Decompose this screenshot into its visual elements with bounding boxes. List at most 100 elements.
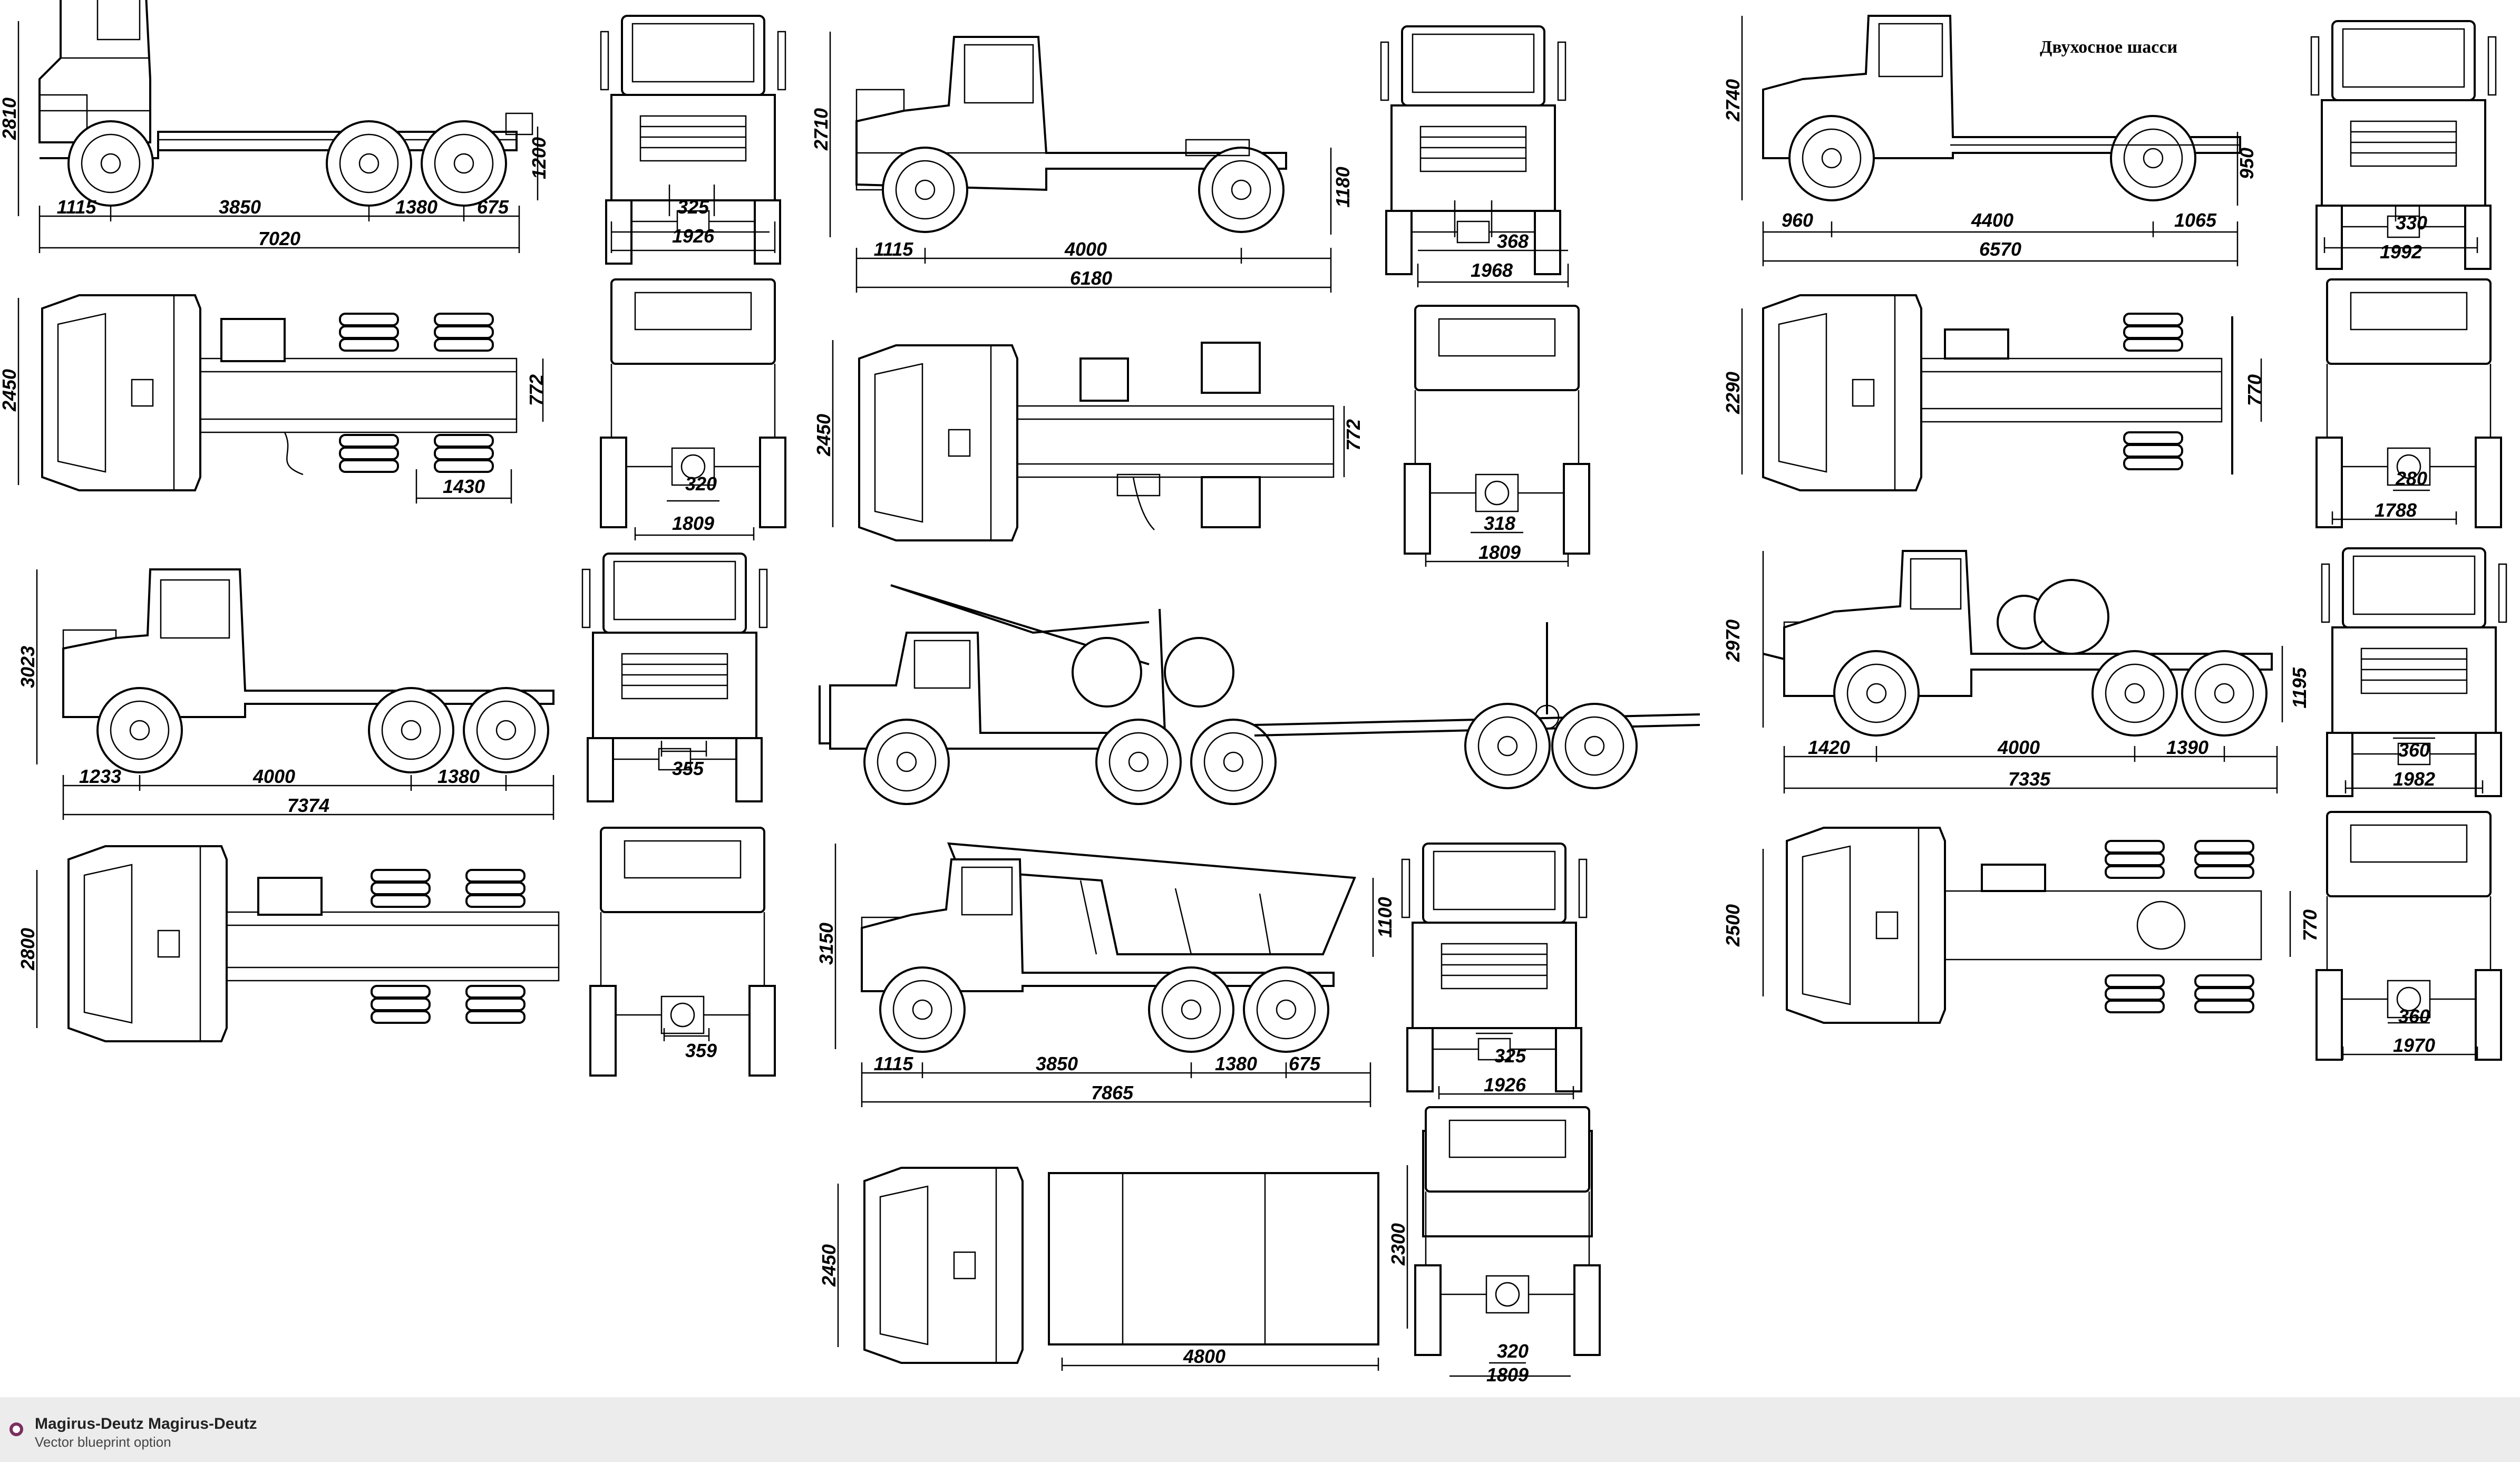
dimension-label: 325 (1494, 1045, 1526, 1067)
footer-title: Magirus-Deutz Magirus-Deutz (35, 1415, 257, 1432)
dimension-label: 3850 (1036, 1053, 1078, 1074)
dimension-label: 1233 (79, 766, 121, 787)
dimension-label: 1992 (2380, 241, 2422, 263)
dimension-label: 1926 (1484, 1074, 1526, 1096)
chassis-6x4-top (36, 845, 560, 1042)
dimension-label: 1970 (2393, 1034, 2435, 1056)
dimension-label: 772 (526, 374, 547, 406)
chassis-6x4-side (36, 568, 554, 820)
dimension-label: 1982 (2393, 768, 2435, 790)
heavy-tractor-front (2321, 547, 2507, 797)
dump-truck-front (1401, 843, 1588, 1099)
dimension-label: 675 (1289, 1053, 1321, 1074)
dimension-label: 1390 (2166, 737, 2208, 758)
two-axle-top (1741, 294, 2262, 491)
tractor-6x4-top (17, 294, 544, 504)
dimension-label: 2450 (818, 1244, 840, 1287)
dimension-label: 318 (1484, 512, 1515, 534)
dimension-label: 3850 (219, 196, 261, 218)
dimension-label: 1968 (1471, 259, 1513, 281)
dimension-label: 770 (2299, 909, 2321, 941)
dimension-label: 4000 (252, 766, 295, 787)
dimension-label: 2740 (1722, 79, 1744, 122)
dimension-label: 4000 (1064, 238, 1107, 260)
heavy-tractor-top (1762, 827, 2291, 1024)
dimension-label: 4800 (1183, 1345, 1225, 1367)
dimension-label: 2810 (0, 98, 20, 140)
dimension-label: 4400 (1971, 209, 2013, 231)
dimension-label: 2300 (1387, 1223, 1409, 1266)
footer-bar: Magirus-Deutz Magirus-Deutz Vector bluep… (0, 1397, 2520, 1462)
dimension-label: 1200 (528, 137, 550, 179)
dimension-label: 1195 (2289, 667, 2310, 708)
tractor-6x4-front (600, 15, 786, 265)
dimension-label: 770 (2244, 374, 2265, 406)
dimension-label: 1809 (1478, 541, 1521, 563)
dimension-label: 2450 (0, 369, 20, 412)
dimension-label: 1380 (437, 766, 480, 787)
dimension-label: 280 (2395, 468, 2427, 489)
dimension-label: 6180 (1070, 267, 1112, 289)
dump-truck-side (834, 842, 1374, 1107)
logging-truck-side (819, 584, 1700, 805)
tractor-4x2-rear (1404, 305, 1590, 567)
chassis-6x4-front (581, 553, 768, 802)
dimension-label: 1926 (672, 225, 715, 247)
dimension-label: 2710 (810, 108, 832, 151)
dimension-label: 950 (2236, 148, 2258, 179)
chassis-6x4-rear (589, 827, 776, 1077)
blueprint-sheet: Двухосное шасси (0, 0, 2507, 1386)
tractor-4x2-top (832, 340, 1345, 541)
dimension-label: 359 (685, 1040, 717, 1061)
dimension-label: 1380 (395, 196, 437, 218)
blueprint-drawing: Двухосное шасси (0, 0, 2507, 1386)
two-axle-side (1741, 15, 2241, 266)
dimension-label: 1065 (2174, 209, 2217, 231)
dimension-label: 1100 (1374, 897, 1396, 937)
tractor-4x2-front (1380, 25, 1569, 287)
dimension-label: 7865 (1091, 1082, 1134, 1103)
dimension-label: 7374 (287, 795, 329, 816)
dimension-label: 675 (477, 196, 509, 218)
tractor-4x2-side (829, 32, 1332, 293)
dimension-label: 1420 (1808, 737, 1850, 758)
dimension-label: 1380 (1215, 1053, 1257, 1074)
dimension-label: 1809 (1486, 1364, 1529, 1386)
heavy-tractor-side (1762, 550, 2283, 793)
footer-subtitle: Vector blueprint option (35, 1434, 171, 1450)
dimension-label: 355 (672, 758, 704, 779)
dimension-label: 7020 (258, 228, 300, 249)
dimension-label: 1115 (57, 196, 97, 218)
dimension-label: 2500 (1722, 904, 1744, 947)
dimension-label: 1788 (2375, 499, 2417, 521)
tractor-6x4-rear (600, 278, 786, 540)
dimension-label: 2970 (1722, 619, 1744, 662)
dimension-label: 3023 (17, 646, 38, 688)
dimension-labels: 2810 1200 1115 3850 1380 675 7020 325 1926 2450 77… (0, 79, 2435, 1386)
dimension-label: 360 (2398, 739, 2430, 761)
dimension-label: 2450 (813, 414, 834, 457)
dimension-label: 320 (685, 473, 717, 495)
dimension-label: 360 (2398, 1005, 2430, 1027)
chassis-caption: Двухосное шасси (2040, 37, 2177, 57)
dimension-label: 1180 (1332, 167, 1354, 207)
dump-truck-rear (1406, 1106, 1601, 1377)
dimension-label: 2290 (1722, 372, 1744, 414)
dimension-label: 3150 (815, 923, 837, 965)
dimension-label: 1809 (672, 512, 714, 534)
dimension-label: 1430 (443, 476, 485, 497)
dimension-label: 1115 (874, 238, 914, 260)
dimension-label: 6570 (1979, 238, 2021, 260)
dimension-label: 960 (1782, 209, 1813, 231)
dimension-label: 772 (1342, 419, 1364, 451)
dimension-label: 325 (677, 196, 709, 218)
dimension-label: 330 (2396, 212, 2427, 234)
dimension-label: 1115 (874, 1053, 914, 1074)
dimension-label: 2800 (17, 928, 38, 971)
dimension-label: 368 (1497, 230, 1529, 252)
tractor-6x4-side (17, 0, 539, 253)
heavy-tractor-rear (2315, 811, 2502, 1061)
two-axle-front (2310, 20, 2497, 270)
dimension-label: 7335 (2008, 768, 2051, 790)
two-axle-rear (2315, 278, 2502, 528)
